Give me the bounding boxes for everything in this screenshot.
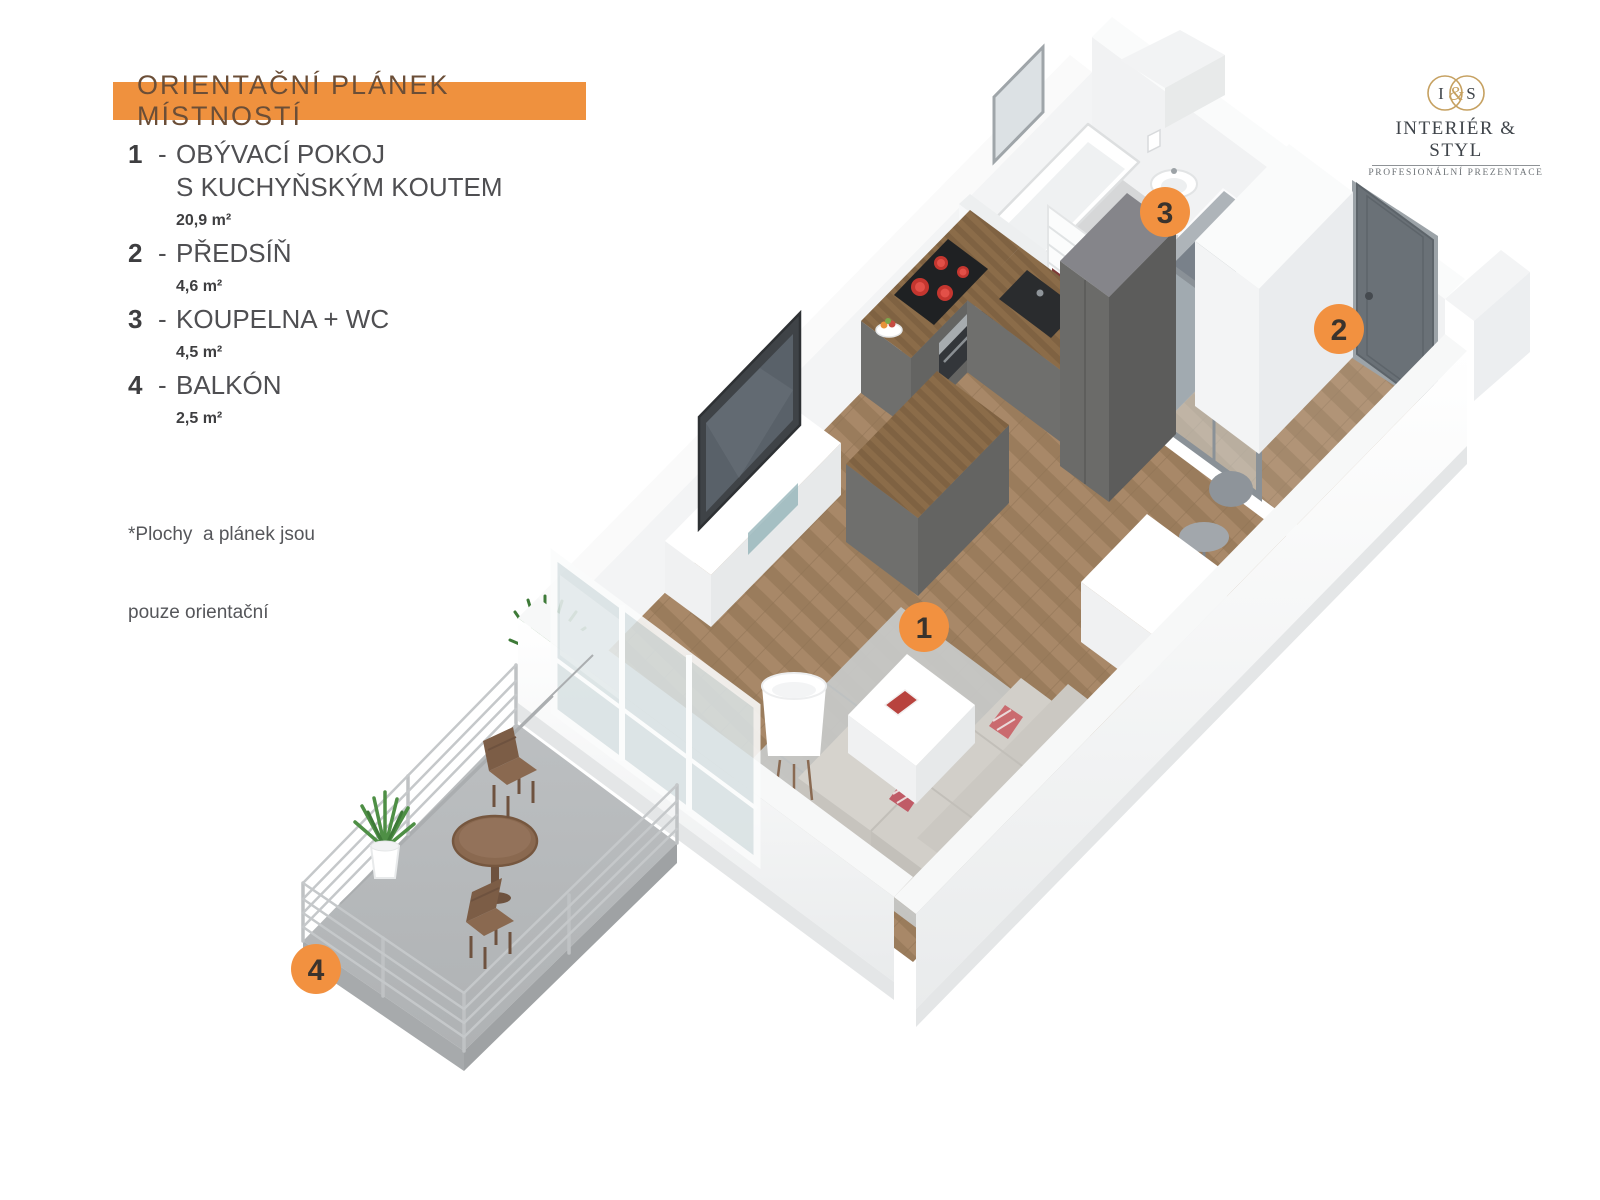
- room-legend: 1 - OBÝVACÍ POKOJ S KUCHYŇSKÝM KOUTEM 20…: [128, 138, 503, 435]
- coffee-table: [848, 654, 975, 804]
- hall-wardrobe: [1195, 144, 1353, 454]
- company-logo: I & S INTERIÉR & STYL PROFESIONÁLNÍ PREZ…: [1368, 70, 1544, 178]
- balcony: [301, 654, 679, 1071]
- disclaimer-line1: *Plochy a plánek jsou: [128, 524, 315, 545]
- badge-living-room: 1: [899, 602, 949, 652]
- legend-room-area: 4,5 m²: [176, 344, 223, 361]
- room-badges: 1 2 3 4: [291, 187, 1364, 994]
- legend-room-area: 20,9 m²: [176, 212, 232, 229]
- badge-label: 1: [916, 612, 933, 645]
- desk-chair: [1179, 471, 1253, 586]
- right-wall: [894, 334, 1467, 1027]
- legend-room-name: BALKÓN: [176, 370, 282, 400]
- legend-room-name: PŘEDSÍŇ: [176, 238, 292, 268]
- tv-stand-niche: [748, 483, 798, 555]
- kitchen-island: [846, 371, 1009, 596]
- legend-item-bathroom: 3 - KOUPELNA + WC: [128, 303, 503, 336]
- legend-separator: -: [158, 238, 167, 268]
- page-title-banner: ORIENTAČNÍ PLÁNEK MÍSTNOSTÍ: [113, 70, 586, 131]
- disclaimer-line2: pouze orientační: [128, 602, 269, 623]
- legend-number: 3: [128, 304, 143, 334]
- right-outer-block: [1445, 250, 1530, 401]
- legend-room-name: KOUPELNA + WC: [176, 304, 390, 334]
- legend-room-name: OBÝVACÍ POKOJ: [176, 139, 386, 169]
- legend-number: 1: [128, 139, 143, 169]
- balcony-table: [451, 814, 539, 904]
- door-handle-icon: [1365, 292, 1373, 300]
- balcony-chair: [483, 727, 537, 818]
- balcony-railing: [301, 663, 679, 1053]
- badge-hall: 2: [1314, 304, 1364, 354]
- logo-letter-i: I: [1438, 84, 1444, 103]
- legend-separator: -: [158, 304, 167, 334]
- legend-item-balcony: 4 - BALKÓN: [128, 369, 503, 402]
- stove: [894, 239, 988, 325]
- legend-number: 2: [128, 238, 143, 268]
- logo-tagline: PROFESIONÁLNÍ PREZENTACE: [1368, 168, 1544, 178]
- bathroom-mirror: [992, 43, 1045, 166]
- magazine: [883, 689, 920, 716]
- roof-block: [1120, 30, 1225, 88]
- badge-bathroom: 3: [1140, 187, 1190, 237]
- logo-divider: [1372, 165, 1540, 166]
- legend-separator: -: [158, 139, 167, 169]
- logo-ampersand: &: [1448, 83, 1464, 105]
- page-title: ORIENTAČNÍ PLÁNEK MÍSTNOSTÍ: [137, 70, 450, 131]
- legend-room-area: 2,5 m²: [176, 410, 223, 427]
- toilet-paper-holder: [1147, 128, 1161, 154]
- tv-unit: [665, 309, 841, 627]
- logo-company-name: INTERIÉR & STYL: [1395, 118, 1517, 161]
- legend-room-name-line2: S KUCHYŇSKÝM KOUTEM: [176, 172, 503, 202]
- badge-label: 4: [308, 954, 325, 987]
- bottom-wall: [518, 548, 913, 1000]
- kitchen-sink: [999, 270, 1079, 338]
- logo-letter-s: S: [1466, 84, 1475, 103]
- balcony-plant: [353, 790, 416, 879]
- fruit-bowl: [875, 318, 903, 338]
- balcony-chair: [466, 878, 514, 969]
- legend-item-hall: 2 - PŘEDSÍŇ: [128, 237, 503, 270]
- legend-separator: -: [158, 370, 167, 400]
- window-band: [550, 548, 761, 869]
- legend-item-living-room: 1 - OBÝVACÍ POKOJ S KUCHYŇSKÝM KOUTEM: [128, 138, 503, 204]
- badge-label: 3: [1157, 197, 1174, 230]
- badge-label: 2: [1331, 314, 1348, 347]
- kitchen: [846, 193, 1176, 596]
- disclaimer-note: *Plochy a plánek jsou pouze orientační: [128, 470, 315, 678]
- badge-balcony: 4: [291, 944, 341, 994]
- legend-room-area: 4,6 m²: [176, 278, 223, 295]
- legend-number: 4: [128, 370, 143, 400]
- logo-monogram-icon: I & S: [1427, 75, 1485, 111]
